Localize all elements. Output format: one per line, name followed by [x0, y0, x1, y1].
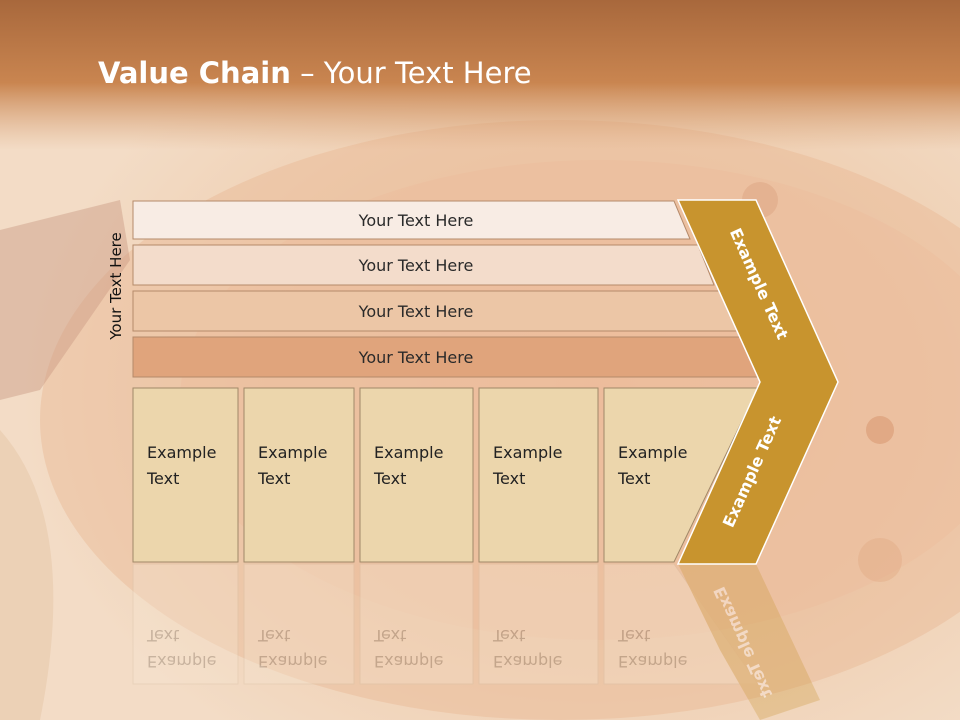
chevron-reflection: [678, 564, 820, 720]
box-1-reflection-line1: Example: [147, 652, 216, 671]
row-3-label: Your Text Here: [358, 302, 474, 321]
slide-title: Value Chain – Your Text Here: [98, 56, 532, 90]
box-5-reflection-line1: Example: [618, 652, 687, 671]
box-1-line1: Example: [147, 443, 216, 462]
box-5-line1: Example: [618, 443, 687, 462]
box-4-reflection: [478, 563, 599, 685]
box-2-reflection-line2: Text: [257, 626, 290, 645]
box-3-reflection: [359, 563, 474, 685]
box-5-line2: Text: [617, 469, 650, 488]
row-4-label: Your Text Here: [358, 348, 474, 367]
box-1: [132, 387, 239, 563]
box-3-reflection-line2: Text: [373, 626, 406, 645]
row-1: [132, 200, 691, 240]
box-4-line2: Text: [492, 469, 525, 488]
box-4-line1: Example: [493, 443, 562, 462]
title-rest: – Your Text Here: [290, 56, 532, 90]
box-4-reflection-line2: Text: [492, 626, 525, 645]
box-2-reflection-line1: Example: [258, 652, 327, 671]
box-3: [359, 387, 474, 563]
box-2-line2: Text: [257, 469, 290, 488]
box-2-reflection: [243, 563, 355, 685]
box-3-reflection-line1: Example: [374, 652, 443, 671]
row-2-label: Your Text Here: [358, 256, 474, 275]
box-3-line2: Text: [373, 469, 406, 488]
box-2-line1: Example: [258, 443, 327, 462]
title-bold: Value Chain: [98, 56, 291, 90]
box-5-reflection: [603, 563, 759, 685]
box-4: [478, 387, 599, 563]
box-1-line2: Text: [146, 469, 179, 488]
row-2: [132, 244, 715, 286]
box-5: [603, 387, 759, 563]
box-2: [243, 387, 355, 563]
box-3-line1: Example: [374, 443, 443, 462]
row-1-label: Your Text Here: [358, 211, 474, 230]
chevron-arrow: [676, 199, 839, 565]
box-1-reflection: [132, 563, 239, 685]
box-1-reflection-line2: Text: [146, 626, 179, 645]
box-4-reflection-line1: Example: [493, 652, 562, 671]
box-5-reflection-line2: Text: [617, 626, 650, 645]
